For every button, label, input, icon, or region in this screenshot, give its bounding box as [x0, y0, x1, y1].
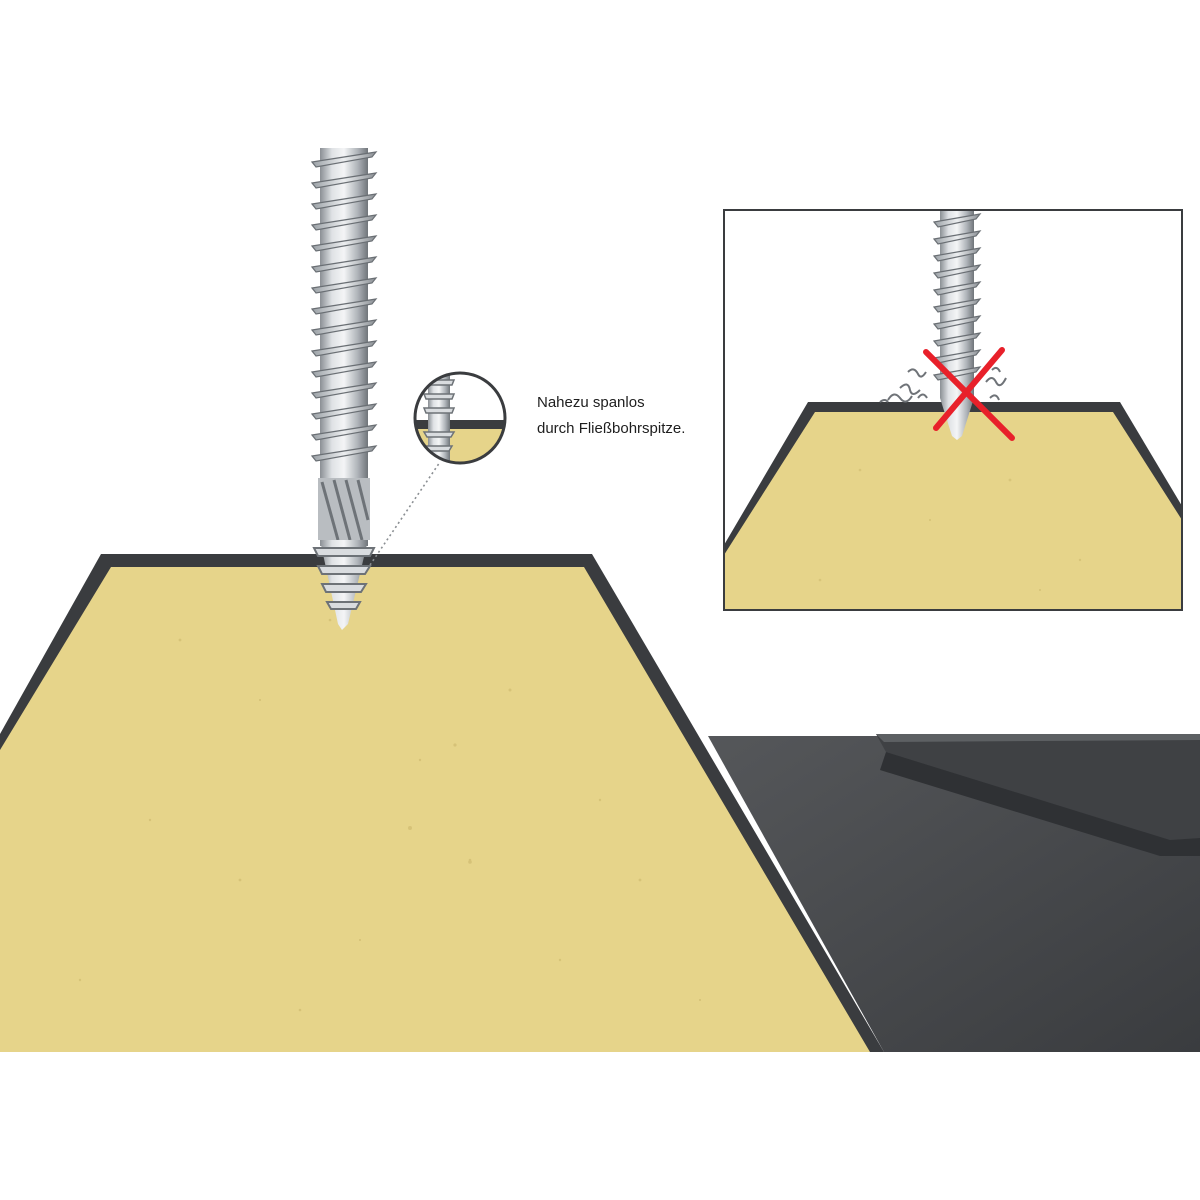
screw-tip-threads [312, 547, 376, 610]
inset-comparison-panel [723, 209, 1183, 611]
screw-thread-turn [310, 235, 378, 252]
screw-icon [310, 148, 378, 630]
screw-thread-turn [310, 256, 378, 273]
screw-thread-turn [310, 340, 378, 357]
screw-thread [310, 151, 378, 462]
screw-thread-turn [932, 230, 982, 245]
magnifier-circle-icon [413, 371, 507, 465]
screw-mill-section [318, 478, 370, 541]
screw-thread-turn [310, 277, 378, 294]
screw-thread-turn [932, 213, 982, 228]
screw-thread-turn [310, 193, 378, 210]
wood-panel-main [0, 554, 884, 1052]
wood-texture [78, 618, 702, 1012]
callout-caption-line-1: Nahezu spanlos [537, 394, 645, 411]
screw-thread-turn [310, 445, 378, 462]
screw-thread-turn [310, 361, 378, 378]
screw-thread-turn [310, 403, 378, 420]
wood-chips-icon [879, 366, 1007, 403]
callout-caption: Nahezu spanlos durch Fließbohrspitze. [537, 394, 685, 437]
inset-wood-texture [818, 468, 1082, 592]
screw-thread-turn [932, 332, 982, 347]
screw-thread-turn [932, 366, 982, 381]
metal-roof-sheet [708, 734, 1200, 1052]
screw-thread-turn [310, 172, 378, 189]
screw-thread-turn [932, 247, 982, 262]
screw-thread-turn [310, 424, 378, 441]
screw-thread-turn [310, 151, 378, 168]
screw-thread-turn [932, 264, 982, 279]
screw-thread-turn [932, 281, 982, 296]
screw-thread-turn [932, 298, 982, 313]
screw-thread-turn [310, 298, 378, 315]
screw-thread-turn [310, 382, 378, 399]
screw-thread-turn [310, 214, 378, 231]
screw-thread-turn [310, 319, 378, 336]
screw-thread-turn [932, 315, 982, 330]
callout-leader-line [369, 461, 441, 566]
red-cross-icon [923, 347, 1015, 441]
callout-caption-line-2: durch Fließbohrspitze. [537, 420, 685, 437]
